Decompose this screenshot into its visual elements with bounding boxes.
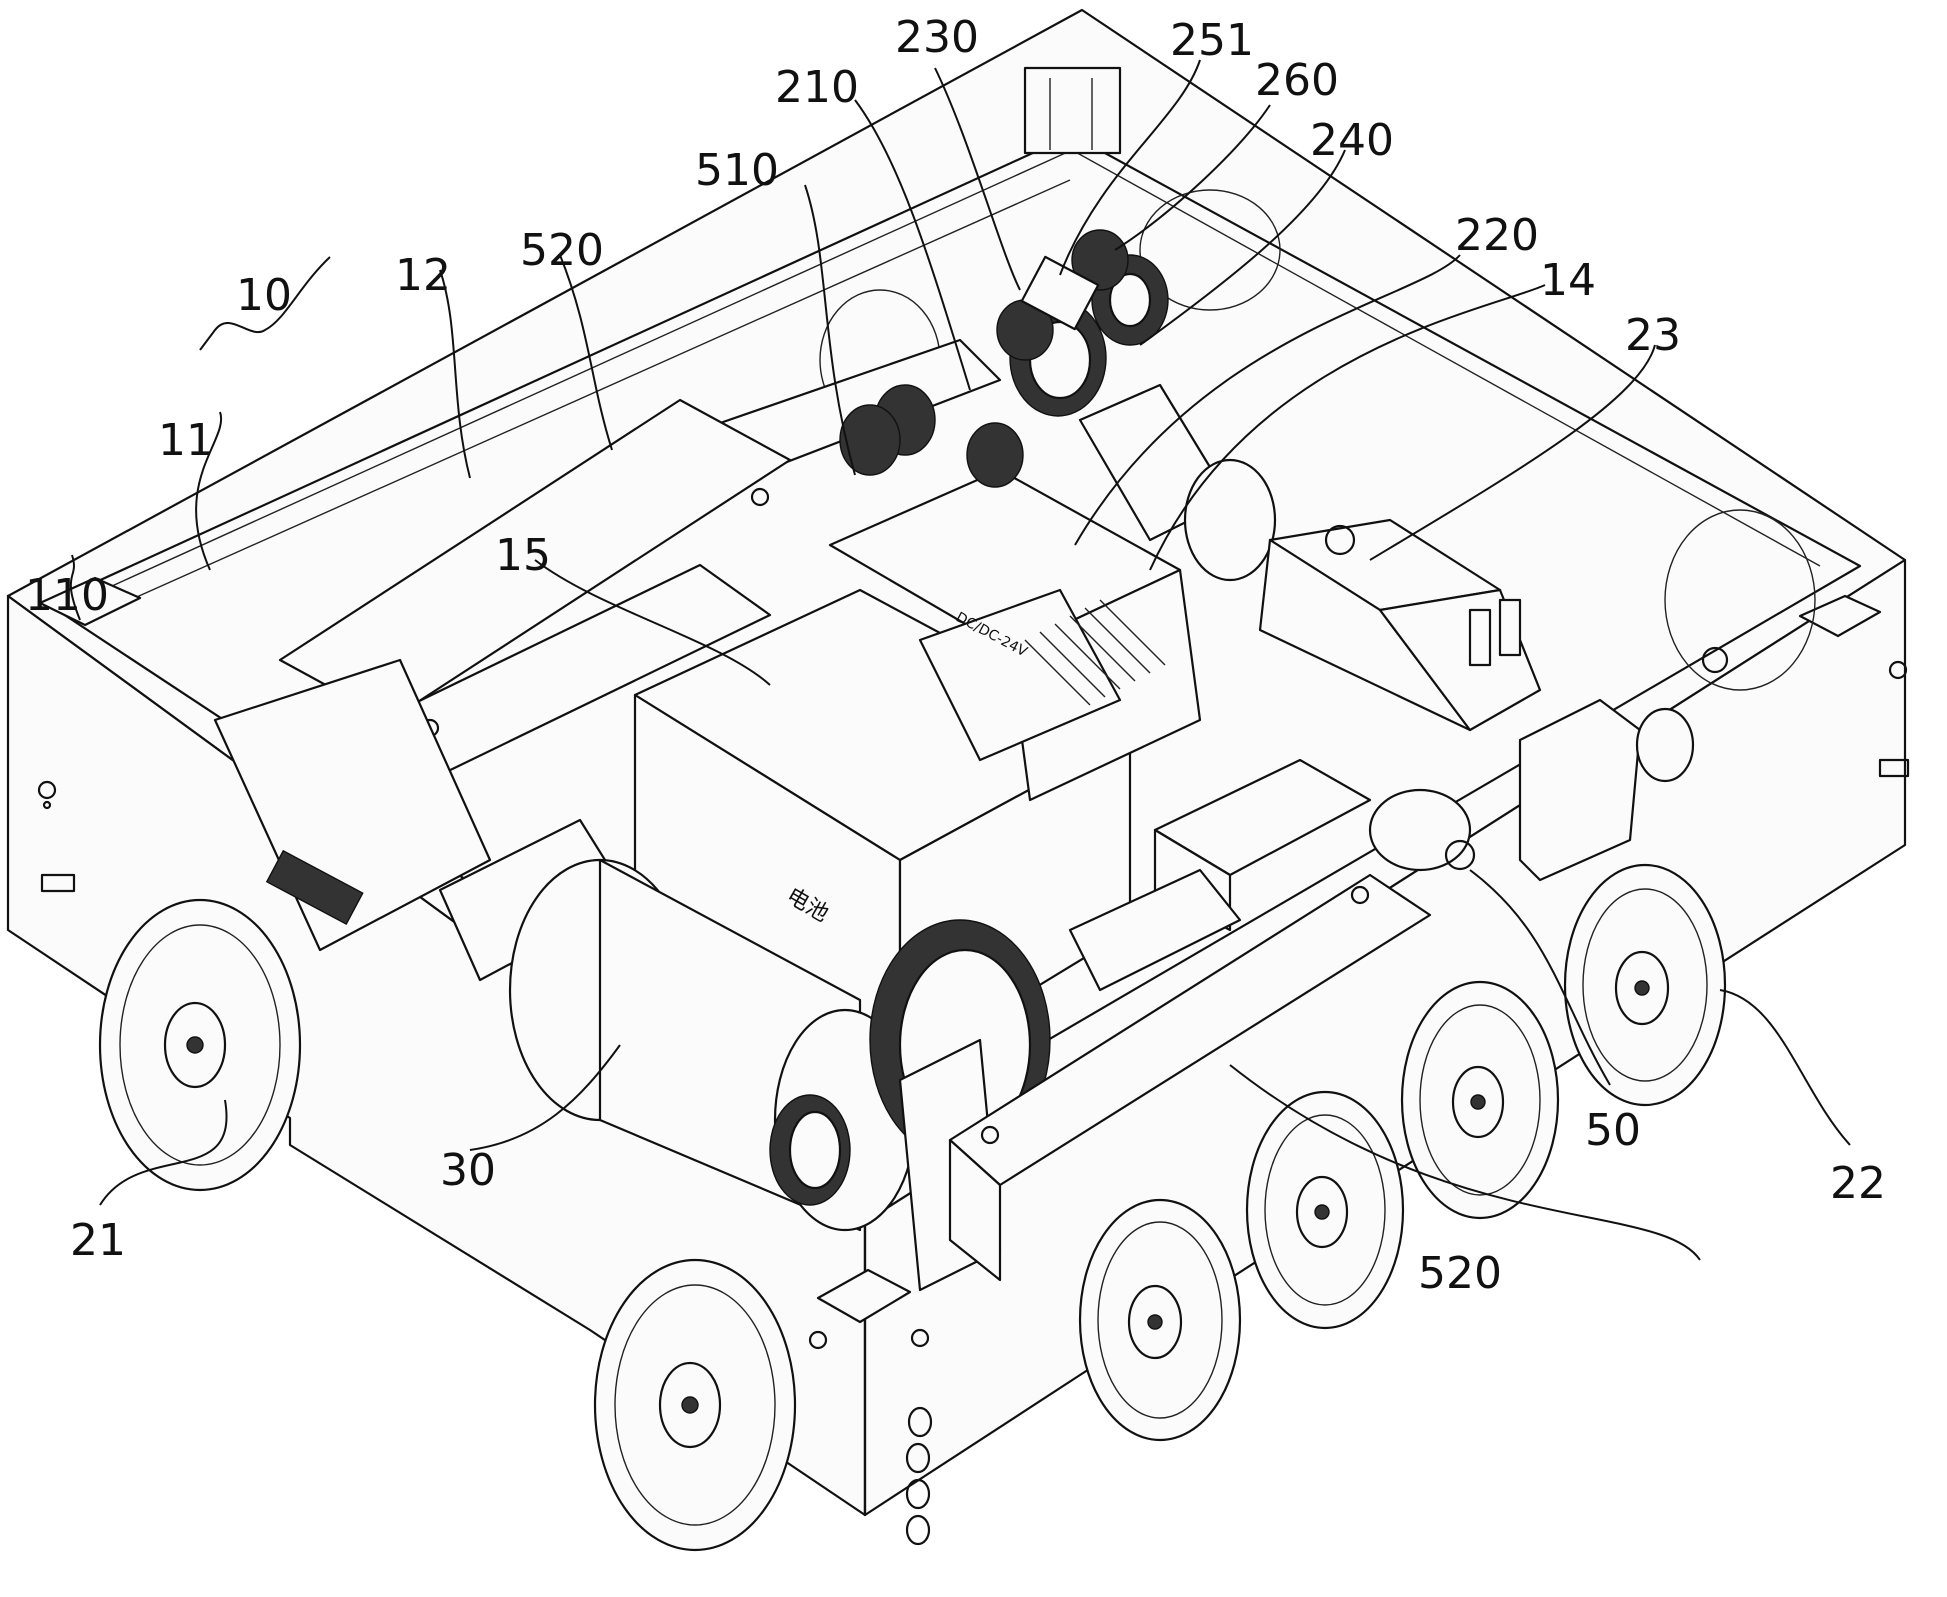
wheel: [1080, 1200, 1240, 1440]
label-520-top: 520: [520, 225, 604, 276]
label-110: 110: [25, 570, 109, 621]
wheel: [1565, 865, 1725, 1105]
label-240: 240: [1310, 115, 1394, 166]
label-10: 10: [236, 270, 292, 321]
label-12: 12: [395, 250, 451, 301]
label-220: 220: [1455, 210, 1539, 261]
label-260: 260: [1255, 55, 1339, 106]
wheel: [595, 1260, 795, 1550]
label-520-bottom: 520: [1418, 1248, 1502, 1299]
label-15: 15: [495, 530, 551, 581]
wheel: [1247, 1092, 1403, 1328]
label-21: 21: [70, 1215, 126, 1266]
label-23: 23: [1625, 310, 1681, 361]
wheel: [1402, 982, 1558, 1218]
label-50: 50: [1585, 1105, 1641, 1156]
label-14: 14: [1540, 255, 1596, 306]
label-210: 210: [775, 62, 859, 113]
label-251: 251: [1170, 15, 1254, 66]
label-30: 30: [440, 1145, 496, 1196]
wheel: [100, 900, 300, 1190]
label-22: 22: [1830, 1158, 1886, 1209]
label-230: 230: [895, 12, 979, 63]
label-510: 510: [695, 145, 779, 196]
label-11: 11: [158, 415, 214, 466]
rear-post: [1025, 68, 1120, 153]
